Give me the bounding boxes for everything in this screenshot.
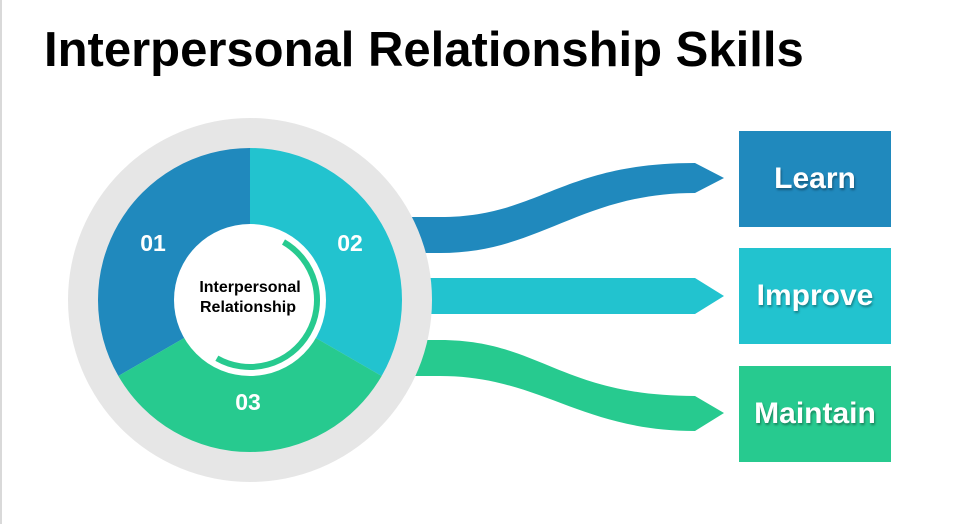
outcome-label-improve: Improve: [756, 279, 874, 312]
left-edge-rule: [0, 0, 2, 524]
segment-03-number: 03: [235, 389, 261, 415]
outcome-box-improve: Improve: [739, 248, 891, 344]
outcome-box-learn: Learn: [739, 131, 891, 227]
segment-01: [97, 148, 251, 376]
page-title: Interpersonal Relationship Skills: [44, 23, 804, 77]
segment-03: [118, 337, 382, 453]
outcome-label-maintain: Maintain: [754, 397, 876, 430]
segment-02-number: 02: [337, 230, 363, 256]
segment-02: [250, 148, 403, 376]
center-disc: [188, 238, 312, 362]
outcome-box-maintain: Maintain: [739, 366, 891, 462]
center-label-line1: Interpersonal: [199, 279, 300, 296]
segment-01-number: 01: [140, 230, 166, 256]
arrow-improve: [405, 278, 724, 314]
center-label-line2: Relationship: [200, 299, 296, 316]
inner-progress-ring: [180, 230, 320, 370]
outcome-label-learn: Learn: [774, 162, 856, 195]
arrow-learn: [405, 163, 724, 253]
arrow-maintain: [405, 340, 724, 431]
